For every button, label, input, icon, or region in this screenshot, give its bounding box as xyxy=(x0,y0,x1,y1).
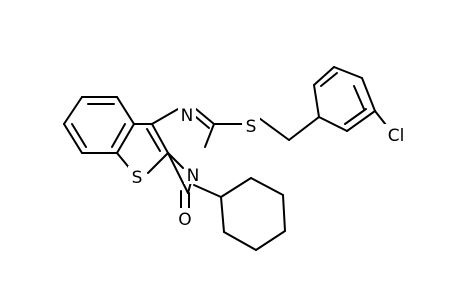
svg-text:S: S xyxy=(132,168,143,188)
atom-label-n1: N xyxy=(178,104,196,126)
chlorophenyl-ring xyxy=(313,66,387,132)
benzo-ring xyxy=(63,96,135,154)
svg-text:O: O xyxy=(178,210,191,230)
atom-label-ring-sulfur: S xyxy=(128,166,146,188)
atom-label-oxygen: O xyxy=(175,208,195,230)
svg-text:N: N xyxy=(187,166,200,186)
cyclohexyl-ring xyxy=(193,177,286,251)
svg-text:Cl: Cl xyxy=(388,126,405,146)
atom-label-chlorine: Cl xyxy=(383,124,409,146)
thiophene-ring xyxy=(116,123,169,174)
atom-label-thioether-sulfur: S xyxy=(242,115,260,137)
svg-text:S: S xyxy=(246,117,257,137)
atom-label-n3: N xyxy=(184,164,202,186)
thioether-linkage xyxy=(213,116,320,141)
svg-text:N: N xyxy=(181,106,194,126)
